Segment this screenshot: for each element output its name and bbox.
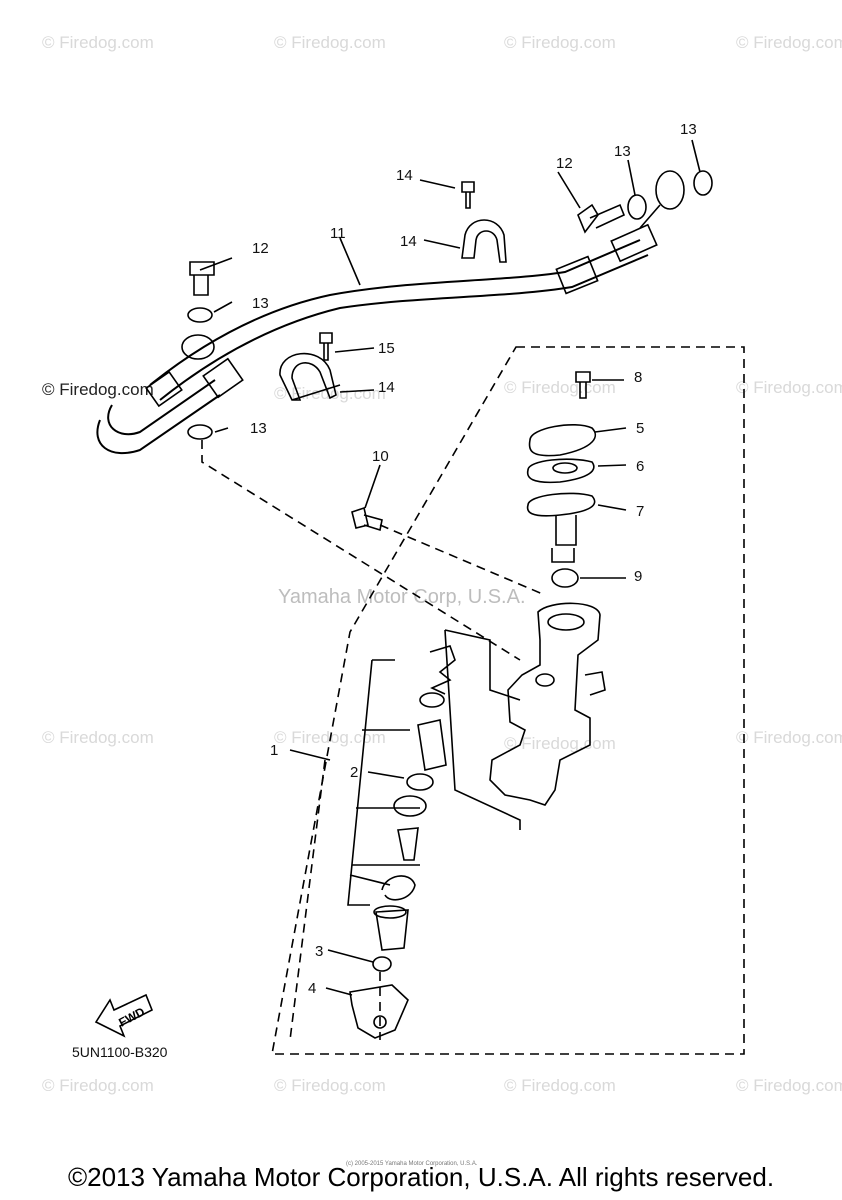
diaphragm-7 [526,492,596,517]
watermark-dark: © Firedog.com [42,380,154,399]
yamaha-watermark: Yamaha Motor Corp, U.S.A. [278,586,526,608]
callout-2: 2 [350,764,359,781]
bolt-12-right [577,203,626,234]
screw-8 [575,371,591,399]
nut-3 [372,956,392,972]
callout-14: 14 [378,379,395,396]
callout-15: 15 [378,340,395,357]
callout-5: 5 [636,420,645,437]
kit-outline [444,629,521,830]
callout-1: 1 [270,742,279,759]
leader-banjo [201,440,521,661]
washer-13 [693,170,713,196]
callout-13: 13 [614,143,631,160]
circlip [381,875,416,901]
screw-15 [461,181,475,209]
cap-5 [528,424,597,457]
watermark: © Firedog.com [504,1076,616,1095]
callout-12: 12 [252,240,269,257]
leader-kit1 [289,759,326,1041]
bolt-10 [351,506,383,532]
callout-6: 6 [636,458,645,475]
boot [375,909,409,951]
callout-3: 3 [315,943,324,960]
washer-13 [187,307,213,323]
callout-13: 13 [250,420,267,437]
master-cylinder [489,602,601,806]
float-9 [551,568,579,588]
callout-7: 7 [636,503,645,520]
watermark: © Firedog.com [504,734,616,753]
fwd-arrow [94,993,154,1038]
kit-bracket [347,659,420,906]
screw-15 [319,332,333,361]
callout-4: 4 [308,980,317,997]
callout-13: 13 [680,121,697,138]
callout-11: 11 [330,225,346,242]
leader-bolt10 [379,524,546,596]
callout-12: 12 [556,155,573,172]
callout-14: 14 [400,233,417,250]
watermark: © Firedog.com [736,378,842,397]
clamp-14-top [461,219,507,263]
watermark: © Firedog.com [42,728,154,747]
diagram-code: 5UN1100-B320 [72,1044,168,1060]
callout-13: 13 [252,295,269,312]
watermark: © Firedog.com [274,33,386,52]
bolt-12-left [189,261,215,296]
plate-6 [526,458,595,484]
watermark: © Firedog.com [504,33,616,52]
callout-9: 9 [634,568,643,585]
brake-hose [149,239,641,386]
clevis-4 [349,984,409,1039]
watermark: © Firedog.com [274,384,386,403]
watermark: © Firedog.com [736,728,842,747]
callout-10: 10 [372,448,389,465]
boot-seal [393,795,427,817]
watermark: © Firedog.com [274,1076,386,1095]
watermark: © Firedog.com [736,33,842,52]
cup-2 [406,773,434,791]
washer-13 [627,194,647,220]
callout-8: 8 [634,369,643,386]
clamp-14-mid [279,352,341,401]
watermark: © Firedog.com [42,1076,154,1095]
callout-15: 14 [396,167,413,184]
fine-print: (c) 2005-2015 Yamaha Motor Corporation, … [346,1161,478,1167]
washer-13 [187,424,213,440]
watermark: © Firedog.com [736,1076,842,1095]
spring [429,645,456,695]
watermark: © Firedog.com [42,33,154,52]
copyright-footer: ©2013 Yamaha Motor Corporation, U.S.A. A… [67,1162,775,1192]
assembly-box [271,346,745,1055]
